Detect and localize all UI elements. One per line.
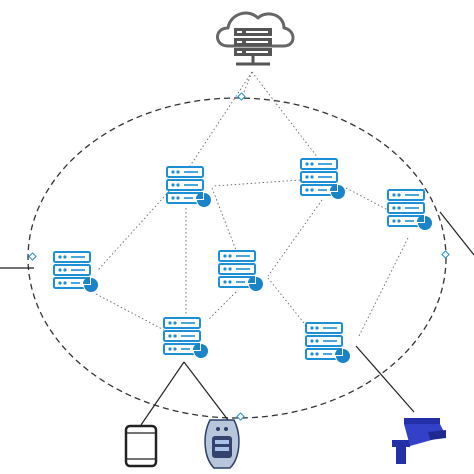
server-node-top-center [300,158,347,201]
link-cloud-ellipse [241,71,253,98]
connector-camera [355,345,415,413]
server-node-center [218,250,265,293]
link-cloud-server-top-center [251,71,319,159]
server-node-bottom-left [163,317,210,360]
link-center-bottom-right [267,277,309,329]
links [95,71,409,339]
link-left-bottom-left [95,293,165,331]
link-top-center-top-left [213,179,301,187]
smartphone-icon [124,424,158,468]
server-node-left [53,251,100,294]
camera-icon [392,418,446,464]
link-center-bottom-left [207,291,237,321]
link-right-bottom-right [357,237,409,339]
link-top-center-right [345,187,389,211]
ellipse-markers [28,92,450,421]
cloud-server-icon [216,11,295,66]
marker-right [441,250,450,259]
connector-right [439,211,474,256]
server-node-top-left [166,166,213,209]
server-node-right [387,189,434,232]
connector-phone [140,361,185,426]
link-cloud-server-top-left [189,71,253,167]
connector-band [183,361,229,421]
marker-left [28,252,37,261]
marker-top [237,92,246,101]
fitness-band-icon [204,419,240,469]
link-top-left-center [211,187,237,251]
link-top-left-left [97,187,173,271]
link-top-center-center [267,199,323,277]
marker-bottom [236,412,245,421]
server-node-bottom-right [305,322,352,365]
external-connectors [0,211,474,426]
